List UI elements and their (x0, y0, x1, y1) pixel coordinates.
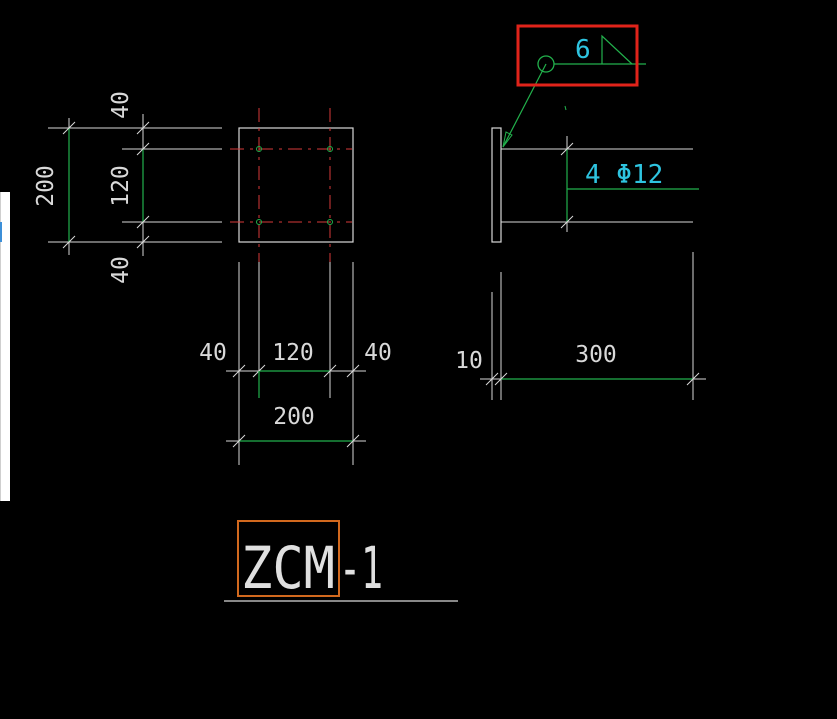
dim-tick (136, 121, 150, 135)
dim-tick (560, 142, 574, 156)
dim-tick (346, 364, 360, 378)
dim-text-left-middle: 120 (108, 165, 134, 207)
rebar-hole (327, 146, 333, 152)
dim-tick (232, 434, 246, 448)
rebar-hole (327, 219, 333, 225)
weld-size-text: 6 (575, 35, 591, 65)
fillet-weld-triangle-icon (601, 34, 633, 65)
rebar-hole (256, 146, 262, 152)
dim-text-left-bottom: 40 (108, 256, 134, 284)
dim-tick (346, 434, 360, 448)
title-code: ZCM (241, 534, 335, 602)
dim-tick (686, 372, 700, 386)
dim-text-plate-thickness: 10 (455, 348, 483, 374)
dim-tick (136, 215, 150, 229)
dim-tick (136, 235, 150, 249)
dim-tick (323, 364, 337, 378)
small-mark (564, 105, 567, 111)
dim-tick (62, 235, 76, 249)
dim-text-bar-length: 300 (575, 342, 617, 368)
dim-tick (494, 372, 508, 386)
dim-tick (485, 372, 499, 386)
dim-text-left-total: 200 (33, 165, 59, 207)
weld-symbol-highlight-box (516, 24, 639, 87)
weld-arrowhead (502, 131, 513, 148)
weld-leader (502, 63, 547, 148)
dim-tick (62, 121, 76, 135)
title-suffix: -1 (339, 534, 383, 602)
dim-text-bottom-left: 40 (199, 340, 227, 366)
dim-text-left-top: 40 (108, 91, 134, 119)
side-panel-indicator (0, 222, 2, 242)
dim-tick (136, 142, 150, 156)
rebar-hole (256, 219, 262, 225)
dim-tick (232, 364, 246, 378)
plate-section-view: 200 40 120 40 40 120 40 200 (33, 91, 392, 465)
side-elevation-view: 4 Φ12 6 10 300 (455, 24, 706, 400)
plate-side-outline (491, 127, 502, 243)
rebar-label: 4 Φ12 (585, 160, 663, 190)
drawing-title: ZCM -1 (224, 520, 458, 602)
side-panel-strip (0, 192, 10, 501)
dim-text-bottom-right: 40 (364, 340, 392, 366)
title-highlight-box (237, 520, 340, 597)
plate-outline (238, 127, 354, 243)
dim-tick (560, 215, 574, 229)
dim-text-bottom-total: 200 (273, 404, 315, 430)
side-panel-border (0, 192, 1, 501)
dim-text-bottom-middle: 120 (272, 340, 314, 366)
